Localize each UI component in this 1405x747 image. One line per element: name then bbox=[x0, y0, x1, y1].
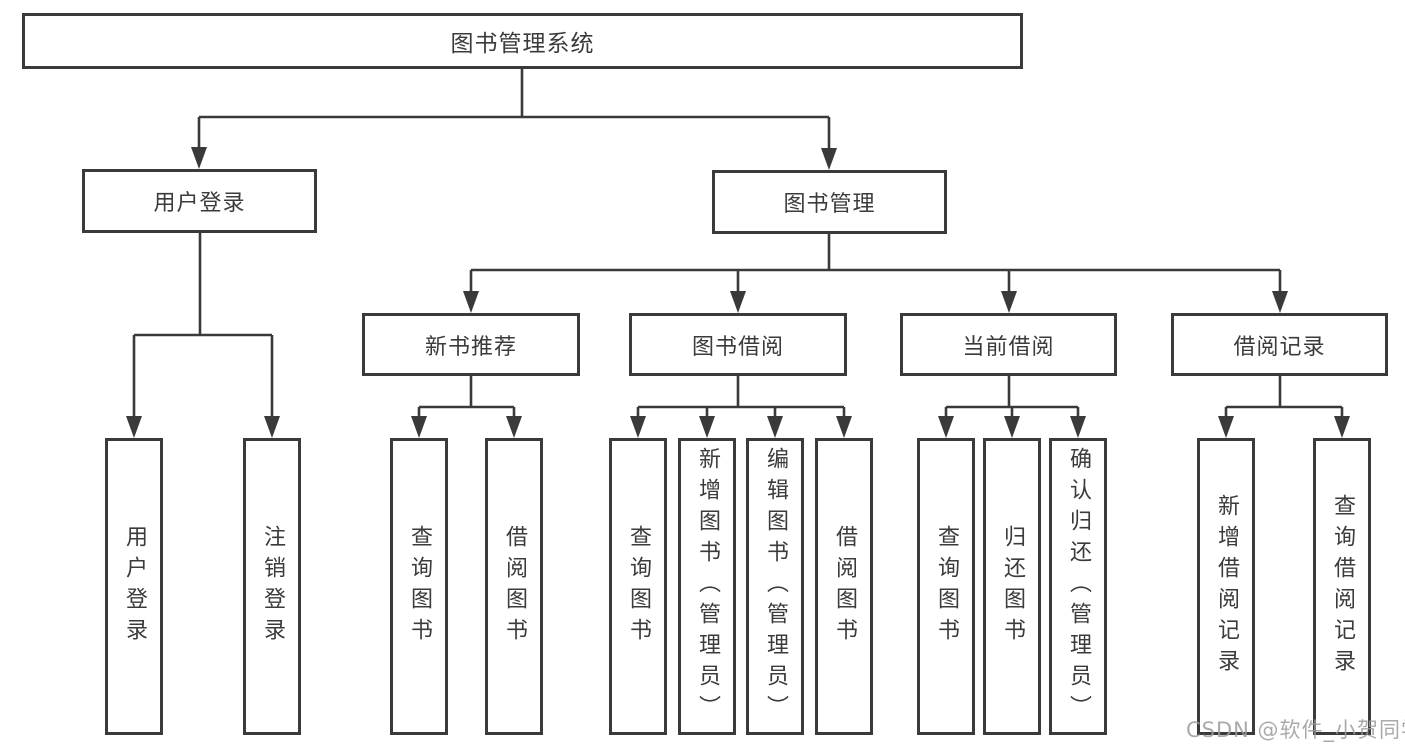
leaf-label: 确认归还（管理员） bbox=[1066, 447, 1091, 726]
leaf-query-books-current: 查询图书 bbox=[917, 438, 975, 735]
leaf-query-books-recommend: 查询图书 bbox=[390, 438, 448, 735]
leaf-label: 归还图书 bbox=[1000, 524, 1025, 649]
leaf-return-books: 归还图书 bbox=[983, 438, 1041, 735]
leaf-user-login: 用户登录 bbox=[105, 438, 163, 735]
leaf-confirm-return-admin: 确认归还（管理员） bbox=[1049, 438, 1107, 735]
node-user-login: 用户登录 bbox=[82, 169, 317, 233]
node-book-borrow-label: 图书借阅 bbox=[691, 334, 784, 360]
leaf-add-books-admin: 新增图书（管理员） bbox=[678, 438, 736, 735]
node-book-borrow: 图书借阅 bbox=[629, 313, 847, 376]
node-borrow-record: 借阅记录 bbox=[1171, 313, 1388, 376]
node-new-book-recommend: 新书推荐 bbox=[362, 313, 580, 376]
node-borrow-record-label: 借阅记录 bbox=[1233, 334, 1326, 360]
node-book-management: 图书管理 bbox=[712, 170, 947, 234]
node-book-management-label: 图书管理 bbox=[783, 192, 876, 217]
leaf-label: 借阅图书 bbox=[502, 524, 527, 649]
node-current-borrow-label: 当前借阅 bbox=[962, 334, 1055, 360]
leaf-borrow-books: 借阅图书 bbox=[815, 438, 873, 735]
node-current-borrow: 当前借阅 bbox=[900, 313, 1117, 376]
leaf-label: 查询图书 bbox=[407, 524, 432, 649]
leaf-label: 新增图书（管理员） bbox=[695, 447, 720, 726]
leaf-query-books-borrow: 查询图书 bbox=[609, 438, 667, 735]
node-root-label: 图书管理系统 bbox=[450, 31, 595, 57]
leaf-label: 借阅图书 bbox=[832, 524, 857, 649]
csdn-watermark: CSDN @软件_小贺同学 bbox=[1186, 718, 1405, 742]
leaf-logout: 注销登录 bbox=[243, 438, 301, 735]
leaf-borrow-books-recommend: 借阅图书 bbox=[485, 438, 543, 735]
node-new-book-recommend-label: 新书推荐 bbox=[424, 334, 517, 360]
node-user-login-label: 用户登录 bbox=[153, 191, 246, 216]
leaf-label: 用户登录 bbox=[122, 524, 147, 649]
leaf-query-borrow-record: 查询借阅记录 bbox=[1313, 438, 1371, 735]
leaf-label: 新增借阅记录 bbox=[1214, 493, 1239, 680]
leaf-label: 注销登录 bbox=[260, 524, 285, 649]
node-root-system: 图书管理系统 bbox=[22, 13, 1023, 69]
leaf-label: 编辑图书（管理员） bbox=[763, 447, 788, 726]
leaf-edit-books-admin: 编辑图书（管理员） bbox=[746, 438, 804, 735]
leaf-label: 查询借阅记录 bbox=[1330, 493, 1355, 680]
leaf-label: 查询图书 bbox=[934, 524, 959, 649]
leaf-add-borrow-record: 新增借阅记录 bbox=[1197, 438, 1255, 735]
leaf-label: 查询图书 bbox=[626, 524, 651, 649]
